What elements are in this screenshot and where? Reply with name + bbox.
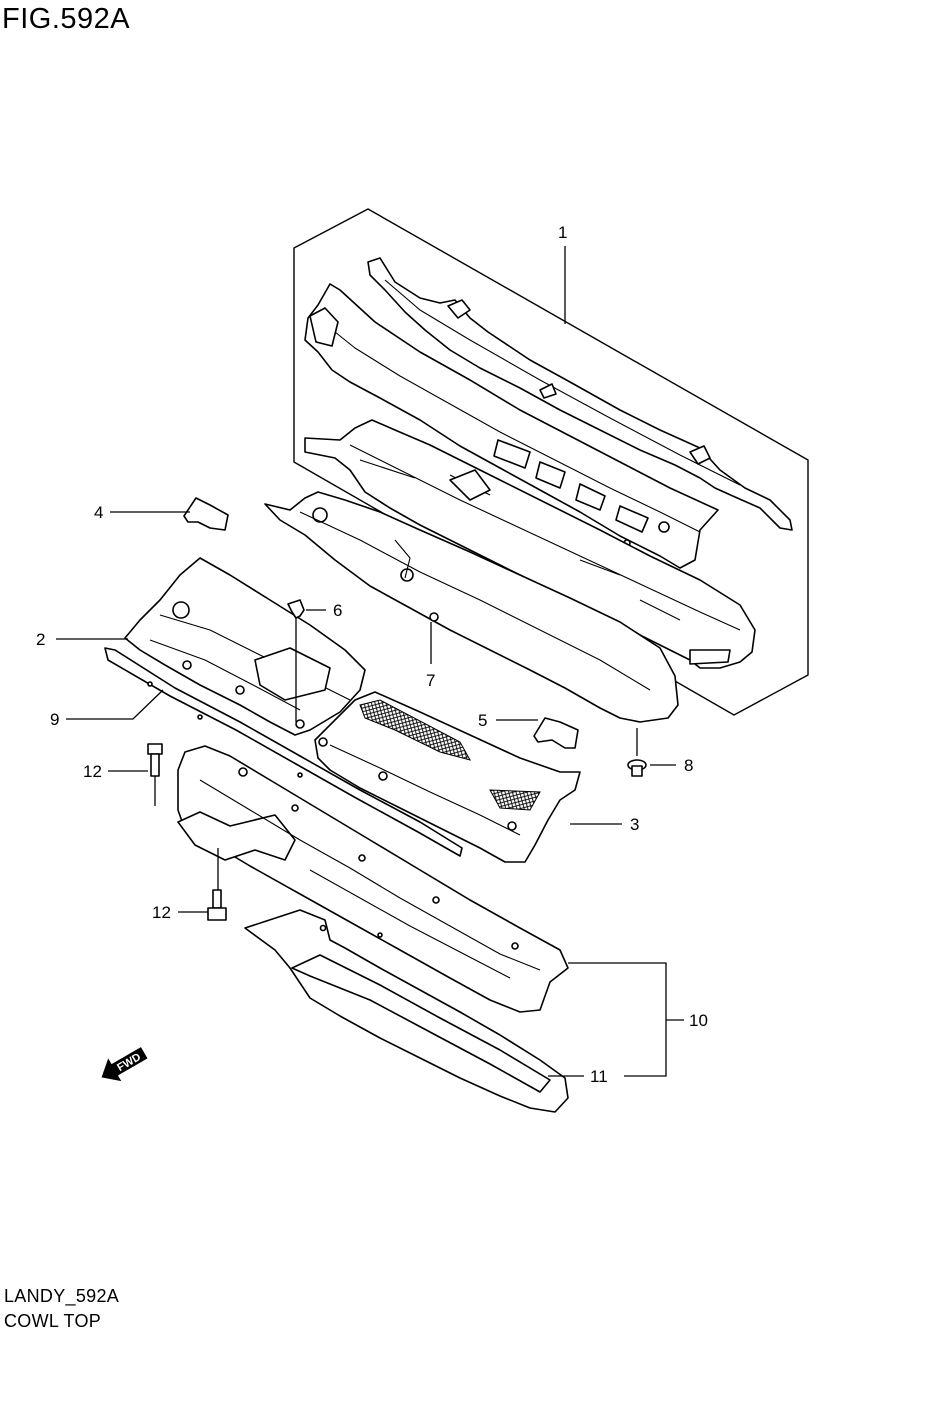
callout-2: 2 <box>36 630 45 649</box>
fwd-label: FWD <box>115 1051 143 1074</box>
part-4-bracket[interactable] <box>183 497 229 531</box>
part-1-upper-panel[interactable] <box>367 257 793 531</box>
part-9-seal-strip[interactable] <box>104 647 463 857</box>
part-10-lower-support[interactable] <box>177 745 569 1013</box>
part-12-bolt-upper[interactable] <box>147 743 163 777</box>
part-7-cowl-panel[interactable] <box>264 491 679 723</box>
callout-3: 3 <box>630 815 639 834</box>
callout-12-lower: 12 <box>152 903 171 922</box>
part-1-lower-panel[interactable] <box>304 419 756 669</box>
callout-4: 4 <box>94 503 103 522</box>
callout-11: 11 <box>590 1067 608 1086</box>
part-11-lower-bar[interactable] <box>244 909 569 1113</box>
callout-9: 9 <box>50 710 59 729</box>
fwd-arrow-icon: FWD <box>101 1047 148 1082</box>
leader-lines <box>56 246 684 1077</box>
callout-6: 6 <box>333 601 342 620</box>
figure-title: FIG.592A <box>2 3 131 35</box>
part-2-cowl-top-left[interactable] <box>124 557 366 736</box>
callout-1: 1 <box>558 223 567 242</box>
part-6-clip[interactable] <box>287 599 305 619</box>
part-12-bolt-lower[interactable] <box>207 889 227 921</box>
callout-8: 8 <box>684 756 693 775</box>
part-8-grommet[interactable] <box>627 759 647 777</box>
part-3-cowl-top-right[interactable] <box>314 691 581 863</box>
assembly-frame <box>293 208 809 716</box>
figure-code: LANDY_592A <box>4 1286 120 1306</box>
callout-7: 7 <box>426 671 435 690</box>
figure-name: COWL TOP <box>4 1311 102 1331</box>
part-1-main-panel[interactable] <box>304 283 719 569</box>
part-5-bracket[interactable] <box>533 717 579 749</box>
callout-labels: 1 2 3 4 5 6 7 8 9 10 11 12 12 <box>36 223 708 1086</box>
callout-10: 10 <box>689 1011 708 1030</box>
callout-12-upper: 12 <box>83 762 102 781</box>
callout-5: 5 <box>478 711 487 730</box>
